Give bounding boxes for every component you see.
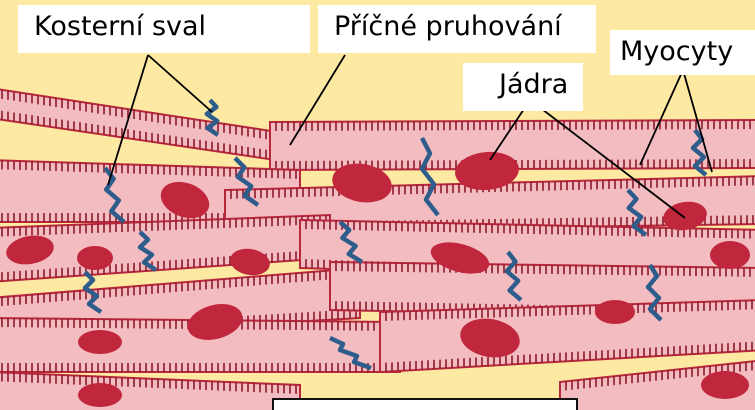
label-myocytes: Myocyty	[610, 30, 755, 75]
caption-box	[272, 398, 578, 410]
leader-line	[148, 55, 212, 112]
fiber-body	[0, 372, 300, 410]
nucleus	[710, 241, 750, 269]
muscle-fiber	[0, 372, 300, 410]
muscle-fiber	[380, 300, 755, 372]
muscle-fibers	[0, 88, 755, 410]
nucleus	[77, 246, 113, 270]
nucleus	[78, 330, 122, 354]
label-cross-striation: Příčné pruhování	[318, 5, 596, 53]
label-skeletal-muscle: Kosterní sval	[18, 5, 310, 53]
nucleus	[595, 300, 635, 324]
nucleus	[701, 371, 749, 399]
label-nuclei: Jádra	[463, 63, 583, 111]
nucleus	[78, 383, 122, 407]
